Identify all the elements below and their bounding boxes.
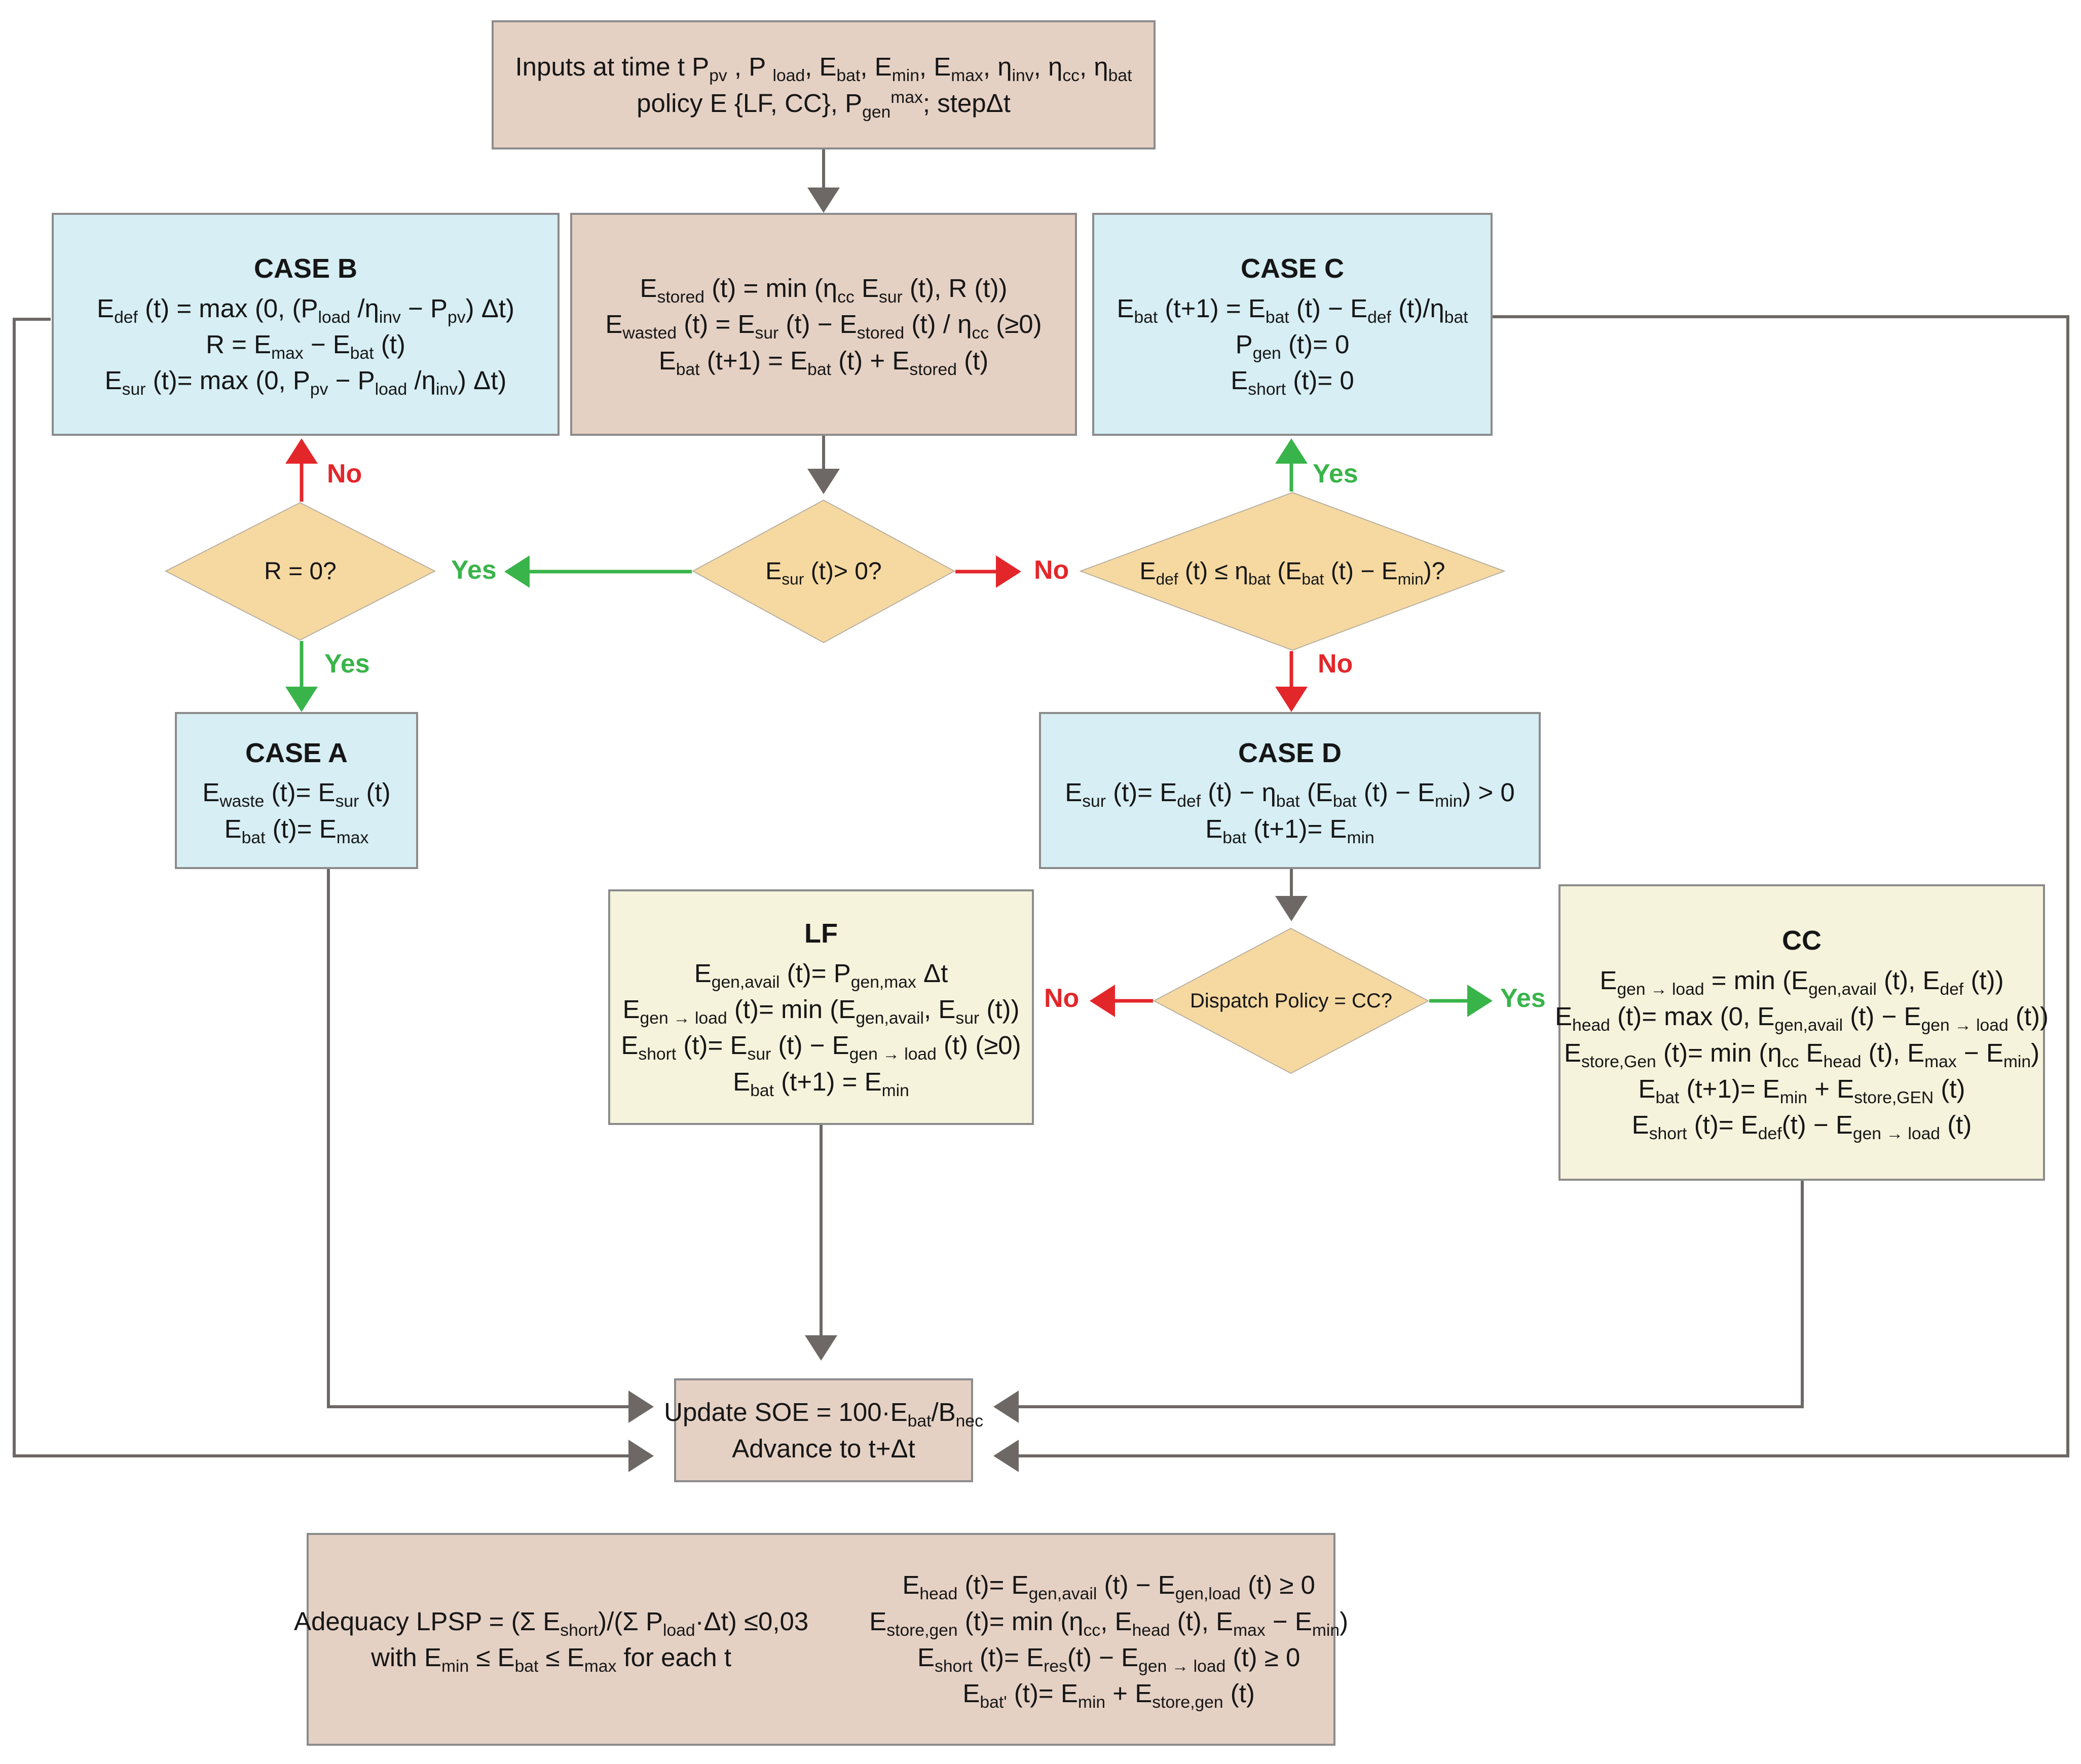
- arrowhead: [628, 1440, 654, 1472]
- lf-line-1: Egen,avail (t)= Pgen,max Δt: [694, 958, 948, 992]
- adequacy-right: Ehead (t)= Egen,avail (t) − Egen,load (t…: [869, 1567, 1348, 1712]
- arrowhead: [993, 1440, 1019, 1472]
- gray-connectors: [13, 149, 2069, 1472]
- stored-box: Estored (t) = min (ηcc Esur (t), R (t)) …: [570, 213, 1077, 436]
- adequacy-left: Adequacy LPSP = (Σ Eshort)/(Σ Pload·Δt) …: [294, 1603, 808, 1676]
- inputs-line-1: Inputs at time t Ppv , P load, Ebat, Emi…: [515, 52, 1132, 86]
- arrowhead: [1090, 985, 1115, 1017]
- inputs-box: Inputs at time t Ppv , P load, Ebat, Emi…: [492, 20, 1156, 149]
- label-edef-yes: Yes: [1313, 459, 1358, 489]
- cc-line-4: Ebat (t+1)= Emin + Estore,GEN (t): [1638, 1074, 1965, 1108]
- cc-line-3: Estore,Gen (t)= min (ηcc Ehead (t), Emax…: [1564, 1038, 2040, 1071]
- adequacy-right-3: Eshort (t)= Eres(t) − Egen → load (t) ≥ …: [917, 1643, 1300, 1676]
- case-b-title: CASE B: [253, 253, 358, 284]
- case-b-line-3: Esur (t)= max (0, Ppv − Pload /ηinv) Δt): [104, 366, 507, 399]
- arrowhead: [628, 1391, 654, 1423]
- cc-line-5: Eshort (t)= Edef(t) − Egen → load (t): [1631, 1110, 1972, 1144]
- adequacy-left-1: Adequacy LPSP = (Σ Eshort)/(Σ Pload·Δt) …: [293, 1606, 809, 1640]
- case-a-line-2: Ebat (t)= Emax: [224, 814, 369, 847]
- arrowhead: [805, 1335, 837, 1361]
- adequacy-box: Adequacy LPSP = (Σ Eshort)/(Σ Pload·Δt) …: [294, 1533, 1348, 1746]
- stored-line-1: Estored (t) = min (ηcc Esur (t), R (t)): [640, 273, 1008, 307]
- cc-line-2: Ehead (t)= max (0, Egen,avail (t) − Egen…: [1554, 1002, 2049, 1035]
- arrow-cc-to-update: [1019, 1181, 1804, 1408]
- case-c-line-1: Ebat (t+1) = Ebat (t) − Edef (t)/ηbat: [1117, 293, 1468, 327]
- arrow-caseb-to-update: [13, 318, 628, 1457]
- case-a-title: CASE A: [245, 737, 348, 768]
- arrowhead: [504, 555, 530, 588]
- case-b-line-2: R = Emax − Ebat (t): [206, 330, 405, 363]
- arrow-casea-to-update: [327, 869, 628, 1408]
- decision-r-zero: R = 0?: [165, 502, 436, 641]
- cc-title: CC: [1782, 925, 1822, 956]
- decision-dispatch-text: Dispatch Policy = CC?: [1190, 989, 1393, 1012]
- label-dispatch-no: No: [1044, 984, 1080, 1013]
- lf-line-4: Ebat (t+1) = Emin: [733, 1067, 909, 1100]
- case-b-line-1: Edef (t) = max (0, (Pload /ηinv − Ppv) Δ…: [97, 293, 514, 327]
- arrowhead: [1275, 438, 1308, 464]
- cc-line-1: Egen → load = min (Egen,avail (t), Edef …: [1600, 965, 2004, 999]
- case-c-title: CASE C: [1240, 253, 1345, 284]
- arrowhead: [285, 687, 318, 712]
- stored-line-2: Ewasted (t) = Esur (t) − Estored (t) / η…: [605, 310, 1042, 343]
- arrowhead: [1275, 687, 1308, 712]
- lf-box: LF Egen,avail (t)= Pgen,max Δt Egen → lo…: [608, 889, 1034, 1125]
- cc-box: CC Egen → load = min (Egen,avail (t), Ed…: [1555, 884, 2049, 1181]
- update-box: Update SOE = 100·Ebat/Bnec Advance to t+…: [664, 1378, 983, 1482]
- decision-esur-text: Esur (t)> 0?: [765, 558, 882, 588]
- arrowhead: [996, 555, 1021, 588]
- decision-dispatch: Dispatch Policy = CC?: [1153, 927, 1429, 1074]
- arrowhead: [993, 1391, 1019, 1423]
- decision-edef: Edef (t) ≤ ηbat (Ebat (t) − Emin)?: [1080, 492, 1505, 651]
- inputs-line-2: policy E {LF, CC}, Pgenmax; stepΔt: [637, 88, 1011, 122]
- arrowhead: [1467, 985, 1493, 1017]
- arrowhead: [807, 187, 840, 213]
- case-b-box: CASE B Edef (t) = max (0, (Pload /ηinv −…: [52, 213, 560, 436]
- update-line-2: Advance to t+Δt: [732, 1434, 915, 1463]
- label-esur-yes: Yes: [451, 555, 497, 585]
- adequacy-right-1: Ehead (t)= Egen,avail (t) − Egen,load (t…: [902, 1570, 1315, 1604]
- adequacy-right-2: Estore,gen (t)= min (ηcc, Ehead (t), Ema…: [869, 1606, 1349, 1640]
- label-edef-no: No: [1318, 649, 1353, 679]
- adequacy-right-4: Ebat' (t)= Emin + Estore,gen (t): [962, 1679, 1255, 1712]
- case-d-line-2: Ebat (t+1)= Emin: [1205, 814, 1374, 847]
- update-line-1: Update SOE = 100·Ebat/Bnec: [664, 1398, 983, 1431]
- decision-edef-text: Edef (t) ≤ ηbat (Ebat (t) − Emin)?: [1139, 558, 1445, 588]
- lf-line-2: Egen → load (t)= min (Egen,avail, Esur (…: [622, 994, 1020, 1028]
- case-a-line-1: Ewaste (t)= Esur (t): [202, 778, 391, 811]
- decision-esur: Esur (t)> 0?: [692, 499, 955, 644]
- arrowhead: [807, 469, 840, 494]
- label-r-no: No: [327, 459, 362, 489]
- lf-title: LF: [804, 918, 838, 949]
- case-d-line-1: Esur (t)= Edef (t) − ηbat (Ebat (t) − Em…: [1065, 778, 1515, 811]
- case-c-line-2: Pgen (t)= 0: [1235, 330, 1350, 363]
- arrowhead: [285, 438, 318, 464]
- case-d-box: CASE D Esur (t)= Edef (t) − ηbat (Ebat (…: [1039, 712, 1541, 869]
- case-c-line-3: Eshort (t)= 0: [1231, 366, 1354, 399]
- case-d-title: CASE D: [1238, 737, 1342, 768]
- arrowhead: [1275, 896, 1308, 921]
- arrow-casec-to-update: [1019, 315, 2069, 1457]
- case-a-box: CASE A Ewaste (t)= Esur (t) Ebat (t)= Em…: [175, 712, 418, 869]
- label-esur-no: No: [1034, 555, 1069, 585]
- label-r-yes: Yes: [324, 649, 370, 679]
- decision-r-zero-text: R = 0?: [264, 558, 337, 585]
- lf-line-3: Eshort (t)= Esur (t) − Egen → load (t) (…: [621, 1031, 1021, 1064]
- case-c-box: CASE C Ebat (t+1) = Ebat (t) − Edef (t)/…: [1092, 213, 1493, 436]
- stored-line-3: Ebat (t+1) = Ebat (t) + Estored (t): [658, 346, 989, 379]
- adequacy-left-2: with Emin ≤ Ebat ≤ Emax for each t: [371, 1643, 732, 1676]
- decision-arrows: [285, 438, 1493, 1017]
- adequacy-grid: Adequacy LPSP = (Σ Eshort)/(Σ Pload·Δt) …: [294, 1567, 1348, 1712]
- label-dispatch-yes: Yes: [1500, 984, 1546, 1013]
